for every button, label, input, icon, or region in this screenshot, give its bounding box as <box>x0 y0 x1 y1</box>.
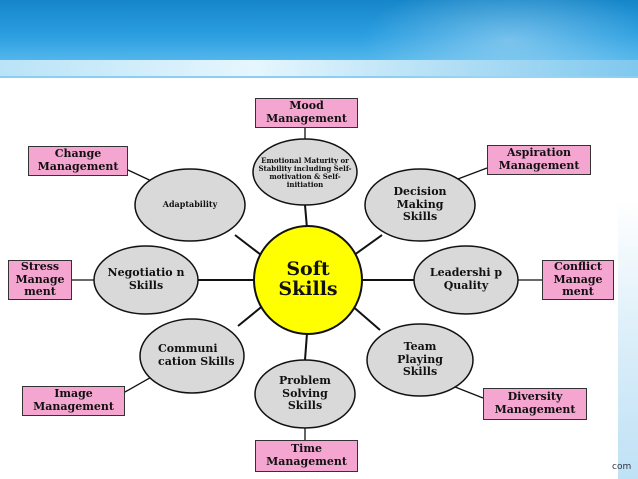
node-adaptability <box>134 168 246 242</box>
center-label: Soft Skills <box>278 258 338 300</box>
conflict-management-box: Conflict Manage ment <box>542 260 614 300</box>
communication-label: Communi cation Skills <box>158 342 235 368</box>
mood-management-box: Mood Management <box>255 98 358 128</box>
node-problem <box>254 359 356 429</box>
adaptability-label: Adaptability <box>162 199 218 210</box>
decision-making-label: Decision Making Skills <box>393 185 447 224</box>
change-management-box: Change Management <box>28 146 128 176</box>
stress-management-box: Stress Manage ment <box>8 260 72 300</box>
node-leadership <box>413 245 519 315</box>
node-team <box>366 323 474 397</box>
footer-text: com <box>612 462 632 472</box>
problem-solving-label: Problem Solving Skills <box>279 374 331 413</box>
time-management-box: Time Management <box>255 440 358 472</box>
node-communication <box>139 318 245 394</box>
skill-nodes <box>93 138 519 429</box>
node-emotional <box>252 138 358 206</box>
negotiation-label: Negotiatio n Skills <box>107 266 185 292</box>
header-banner <box>0 0 638 78</box>
image-management-box: Image Management <box>22 386 125 416</box>
diversity-management-box: Diversity Management <box>483 388 587 420</box>
aspiration-management-box: Aspiration Management <box>487 145 591 175</box>
team-playing-label: Team Playing Skills <box>397 340 443 379</box>
leadership-label: Leadershi p Quality <box>429 266 503 292</box>
banner-stripe <box>0 60 638 76</box>
emotional-stability-label: Emotional Maturity or Stability includin… <box>258 155 352 190</box>
node-negotiation <box>93 245 199 315</box>
right-decoration <box>618 200 638 479</box>
center-node <box>253 225 363 335</box>
node-decision <box>364 168 476 242</box>
